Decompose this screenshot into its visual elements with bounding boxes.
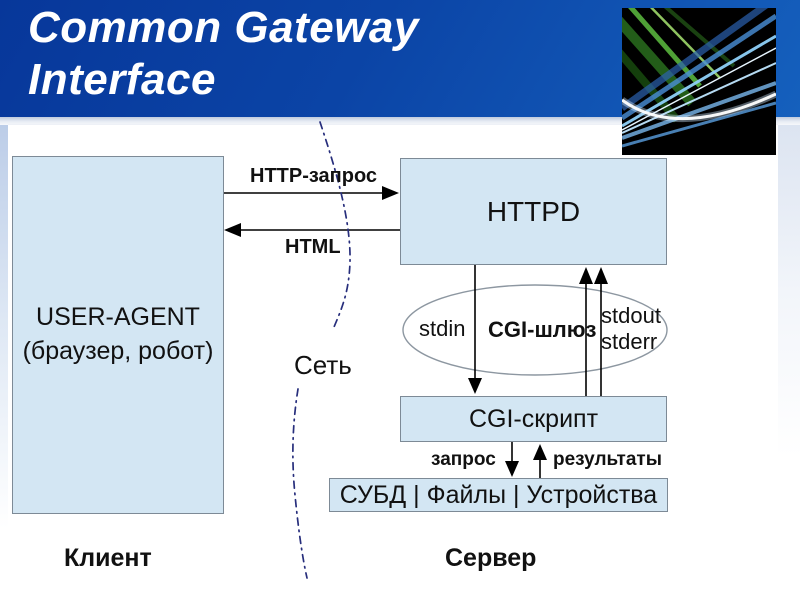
server-zone-label: Сервер bbox=[445, 544, 537, 572]
user-agent-subtitle: (браузер, робот) bbox=[22, 337, 214, 365]
db-results-label: результаты bbox=[553, 449, 662, 470]
light-streaks-image bbox=[622, 8, 776, 155]
httpd-label: HTTPD bbox=[486, 195, 581, 227]
network-zone-label: Сеть bbox=[294, 350, 352, 380]
httpd-box: HTTPD bbox=[400, 158, 667, 265]
resources-box: СУБД | Файлы | Устройства bbox=[329, 478, 668, 512]
cgi-script-label: CGI-скрипт bbox=[468, 404, 599, 433]
stdout-label: stdout bbox=[601, 303, 661, 328]
white-swoosh bbox=[622, 90, 776, 122]
user-agent-text: USER-AGENT (браузер, робот) bbox=[23, 301, 214, 369]
http-request-label: HTTP-запрос bbox=[250, 165, 378, 187]
slide-title-line2: Interface bbox=[28, 54, 216, 104]
stdout-stderr-label: stdout stderr bbox=[601, 303, 661, 355]
db-request-label: запрос bbox=[431, 449, 496, 470]
resources-label: СУБД | Файлы | Устройства bbox=[339, 480, 658, 509]
header-accent-strip bbox=[0, 117, 800, 125]
user-agent-box: USER-AGENT (браузер, робот) bbox=[12, 156, 224, 514]
html-response-label: HTML bbox=[285, 236, 341, 258]
cgi-gateway-label: CGI-шлюз bbox=[488, 317, 597, 342]
client-zone-label: Клиент bbox=[64, 544, 152, 572]
cgi-script-box: CGI-скрипт bbox=[400, 396, 667, 442]
blue-streaks bbox=[622, 8, 776, 148]
slide-title-line1: Common Gateway bbox=[28, 3, 419, 52]
slide-title: Common Gateway Interface bbox=[28, 2, 419, 106]
left-accent-strip bbox=[0, 125, 8, 600]
stderr-label: stderr bbox=[601, 328, 658, 354]
stdin-label: stdin bbox=[419, 316, 466, 341]
right-accent-strip bbox=[778, 125, 800, 600]
user-agent-title: USER-AGENT bbox=[36, 303, 200, 332]
